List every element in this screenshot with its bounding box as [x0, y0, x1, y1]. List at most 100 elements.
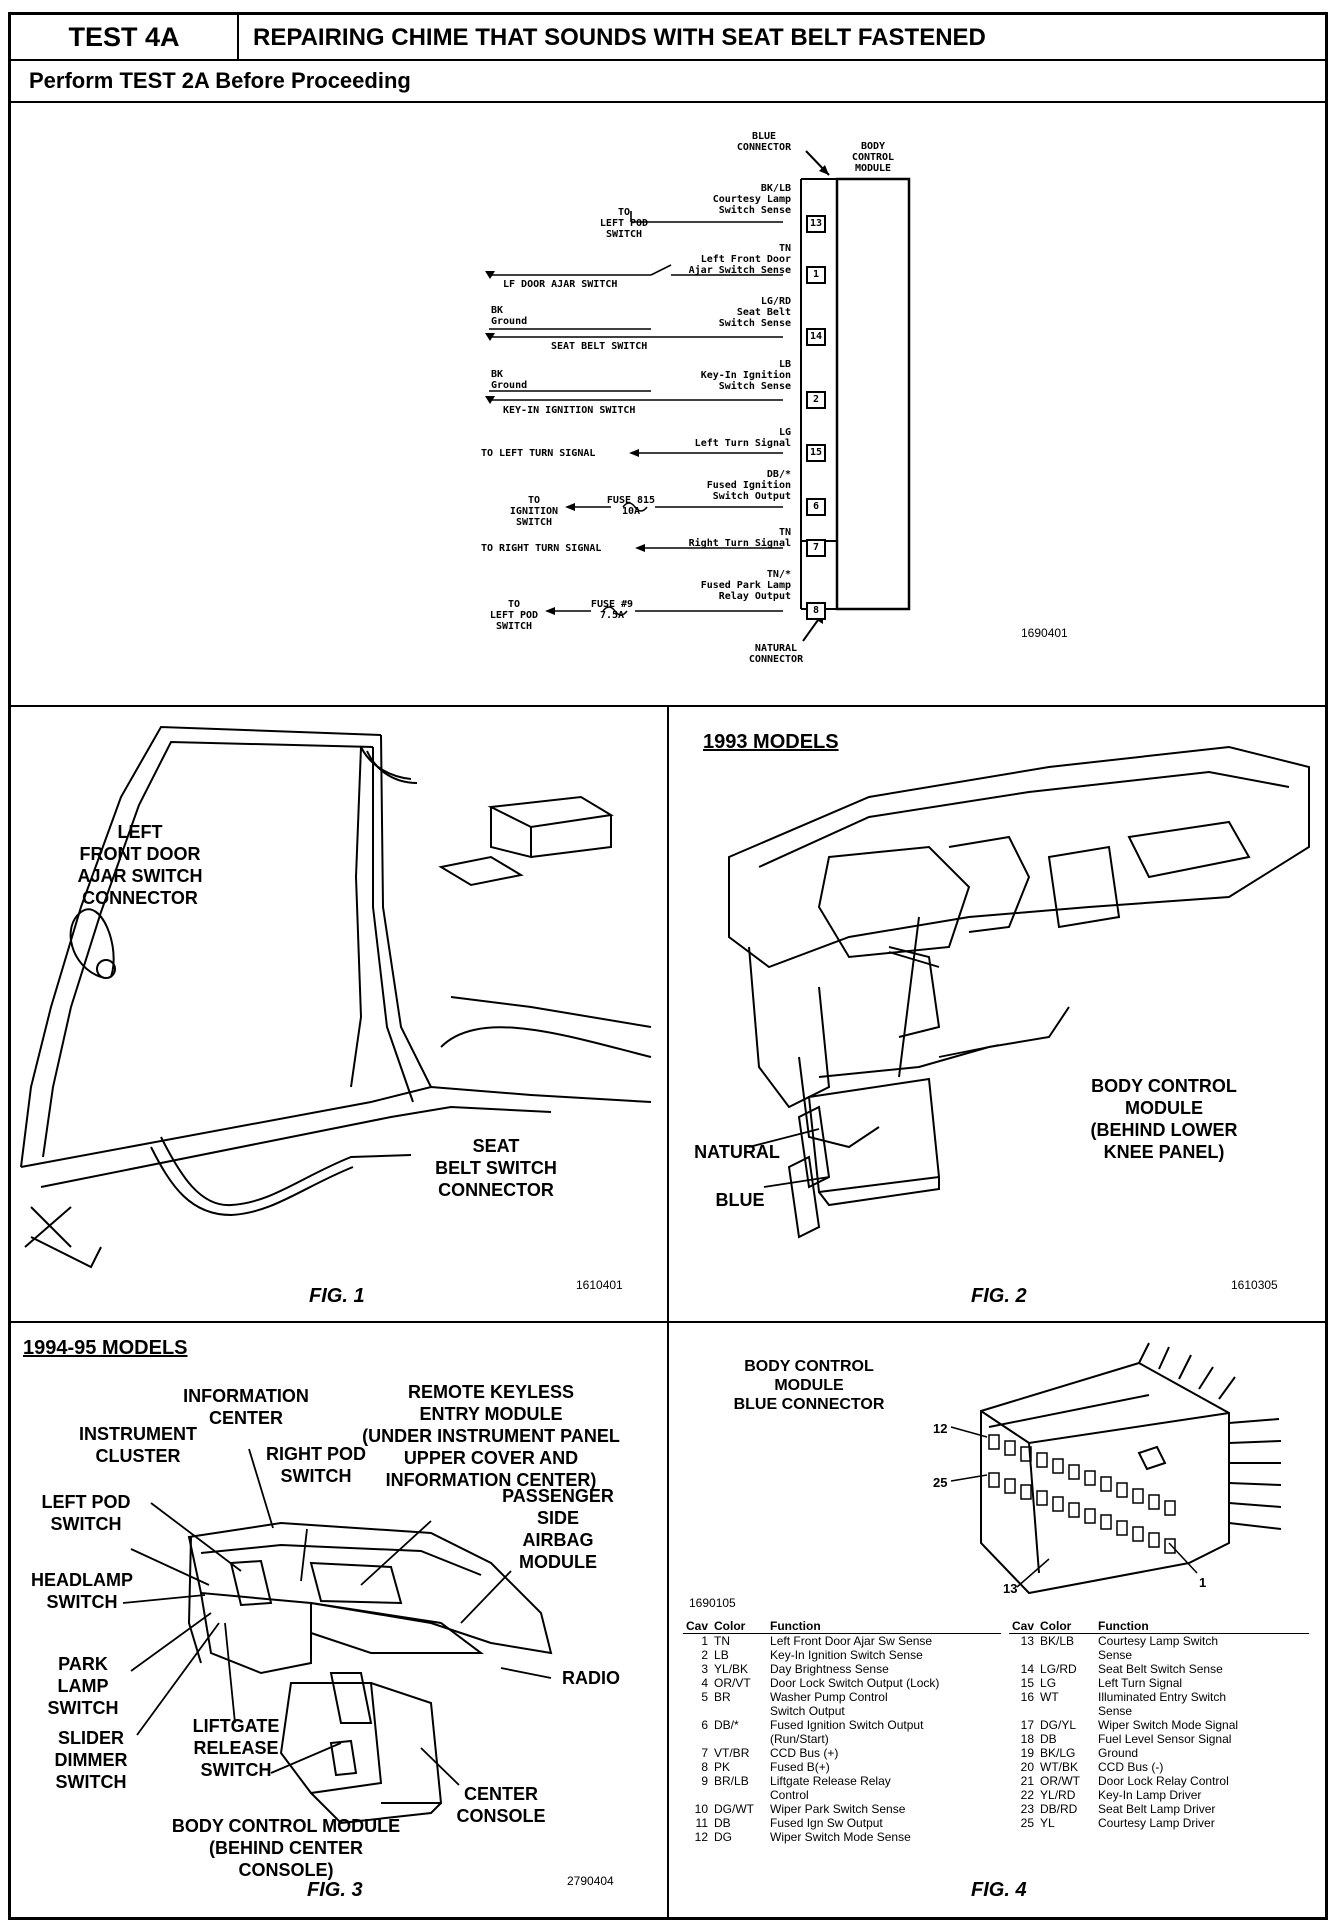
- center-console-label: CENTER CONSOLE: [456, 1784, 546, 1826]
- cell-function: Fused B(+): [770, 1760, 830, 1774]
- cell-color: DB/*: [714, 1718, 739, 1732]
- cell-function: Fused Ign Sw Output: [770, 1816, 883, 1830]
- cell-color: VT/BR: [714, 1746, 750, 1760]
- remote-keyless-entry-label: REMOTE KEYLESS ENTRY MODULE (UNDER INSTR…: [362, 1382, 620, 1490]
- cell-cav: 13: [1020, 1634, 1035, 1648]
- pin-6: 6: [806, 498, 826, 516]
- fig3-dashboard-illustration: 2790404: [122, 1448, 614, 1888]
- wire-label-13: BK/LB Courtesy Lamp Switch Sense: [712, 183, 791, 216]
- cell-color: LG/RD: [1040, 1662, 1077, 1676]
- fig1-caption: FIG. 1: [309, 1285, 365, 1307]
- cell-color: TN: [714, 1634, 731, 1648]
- pin-2: 2: [806, 391, 826, 409]
- wire-label-14: LG/RD Seat Belt Switch Sense: [718, 296, 791, 329]
- cell-cav: 19: [1020, 1746, 1035, 1760]
- pin-label-13: 13: [1003, 1581, 1017, 1596]
- cell-cav: 18: [1020, 1732, 1035, 1746]
- cell-color: YL/RD: [1040, 1788, 1076, 1802]
- cell-function: Key-In Lamp Driver: [1098, 1788, 1202, 1802]
- passenger-airbag-label: PASSENGER SIDE AIRBAG MODULE: [502, 1486, 614, 1572]
- cell-function: Door Lock Relay Control: [1098, 1774, 1229, 1788]
- fig2-ref-number: 1610305: [1231, 1278, 1278, 1292]
- dest-label-1: LF DOOR AJAR SWITCH: [503, 279, 618, 290]
- radio-label: RADIO: [562, 1668, 620, 1688]
- dest-label-7: TO RIGHT TURN SIGNAL: [481, 543, 602, 554]
- prerequisite-text: Perform TEST 2A Before Proceeding: [29, 68, 411, 93]
- wire-label-7: TN Right Turn Signal: [688, 527, 791, 549]
- cell-cav: 1: [701, 1634, 709, 1648]
- cell-cav: 14: [1020, 1662, 1035, 1676]
- cell-function: Fuel Level Sensor Signal: [1098, 1732, 1232, 1746]
- fig3-panel: 1994-95 MODELS: [11, 1323, 669, 1917]
- dest-label-8: TO LEFT POD SWITCH: [489, 599, 539, 632]
- wiring-schematic-panel: 1690401 BLUE CONNECTOR BODY CONTROL MODU…: [11, 103, 1325, 707]
- cell-color: BR: [714, 1690, 731, 1704]
- cell-cav: 7: [701, 1746, 709, 1760]
- fuse-label-8: FUSE #9 7.5A: [590, 599, 634, 621]
- prerequisite-row: Perform TEST 2A Before Proceeding: [11, 61, 1325, 103]
- cell-function: Wiper Switch Mode Signal: [1098, 1718, 1239, 1732]
- pin-8: 8: [806, 602, 826, 620]
- table-row: 1 TN Left Front Door Ajar Sw Sense: [683, 1634, 1001, 1649]
- cell-function: CCD Bus (-): [1098, 1760, 1164, 1774]
- cell-cav: 22: [1020, 1788, 1035, 1802]
- dest-label-6: TO IGNITION SWITCH: [509, 495, 559, 528]
- table-row: 5 BR Washer Pump Control Switch Output: [683, 1690, 1001, 1718]
- headlamp-switch-label: HEADLAMP SWITCH: [31, 1570, 133, 1612]
- fig1-panel: 1610401 LEFT FRONT DOOR AJAR SWITCH CONN…: [11, 707, 669, 1323]
- dest-label-15: TO LEFT TURN SIGNAL: [481, 448, 596, 459]
- cell-color: LG: [1040, 1676, 1057, 1690]
- pin-15: 15: [806, 444, 826, 462]
- cell-function: Courtesy Lamp Switch Sense: [1098, 1634, 1219, 1662]
- fig4-caption: FIG. 4: [971, 1879, 1027, 1901]
- blue-connector-label: BLUE CONNECTOR: [736, 131, 792, 153]
- liftgate-release-switch-label: LIFTGATE RELEASE SWITCH: [192, 1716, 280, 1780]
- cell-cav: 2: [701, 1648, 709, 1662]
- cell-color: WT: [1040, 1690, 1059, 1704]
- cell-color: DB: [714, 1816, 731, 1830]
- cell-cav: 9: [701, 1774, 709, 1788]
- information-center-label: INFORMATION CENTER: [183, 1386, 309, 1428]
- cell-cav: 5: [701, 1690, 709, 1704]
- fig4-panel: BODY CONTROL MODULE BLUE CONNECTOR: [669, 1323, 1325, 1917]
- natural-connector-label: NATURAL CONNECTOR: [748, 643, 804, 665]
- col-header-cav: Cav: [683, 1619, 712, 1634]
- pin-1: 1: [806, 266, 826, 284]
- cell-cav: 21: [1020, 1774, 1035, 1788]
- cell-function: Left Front Door Ajar Sw Sense: [770, 1634, 933, 1648]
- bcm-label-1993: BODY CONTROL MODULE (BEHIND LOWER KNEE P…: [1090, 1076, 1238, 1162]
- col-header-function: Function: [767, 1619, 1001, 1634]
- cell-color: YL/BK: [714, 1662, 749, 1676]
- fig2-panel: 1993 MODELS: [669, 707, 1325, 1323]
- cell-function: Door Lock Switch Output (Lock): [770, 1676, 940, 1690]
- cell-function: Washer Pump Control Switch Output: [770, 1690, 888, 1718]
- fuse-label-6: FUSE 815 10A: [606, 495, 656, 517]
- cell-function: Courtesy Lamp Driver: [1098, 1816, 1215, 1830]
- cell-function: Seat Belt Lamp Driver: [1098, 1802, 1216, 1816]
- cell-color: YL: [1040, 1816, 1055, 1830]
- pin-label-1: 1: [1199, 1575, 1206, 1590]
- cell-color: DG/WT: [714, 1802, 755, 1816]
- cell-function: Key-In Ignition Switch Sense: [770, 1648, 923, 1662]
- test-title: REPAIRING CHIME THAT SOUNDS WITH SEAT BE…: [253, 24, 986, 51]
- cell-function: Illuminated Entry Switch Sense: [1098, 1690, 1227, 1718]
- cell-function: Seat Belt Switch Sense: [1098, 1662, 1223, 1676]
- cell-cav: 4: [701, 1676, 709, 1690]
- cell-color: OR/WT: [1040, 1774, 1081, 1788]
- fig1-door-illustration: 1610401: [20, 725, 652, 1292]
- cell-color: OR/VT: [714, 1676, 751, 1690]
- cell-color: PK: [714, 1760, 731, 1774]
- cell-color: LB: [714, 1648, 729, 1662]
- fig2-caption: FIG. 2: [971, 1285, 1027, 1307]
- dest-label-14: SEAT BELT SWITCH: [551, 341, 648, 352]
